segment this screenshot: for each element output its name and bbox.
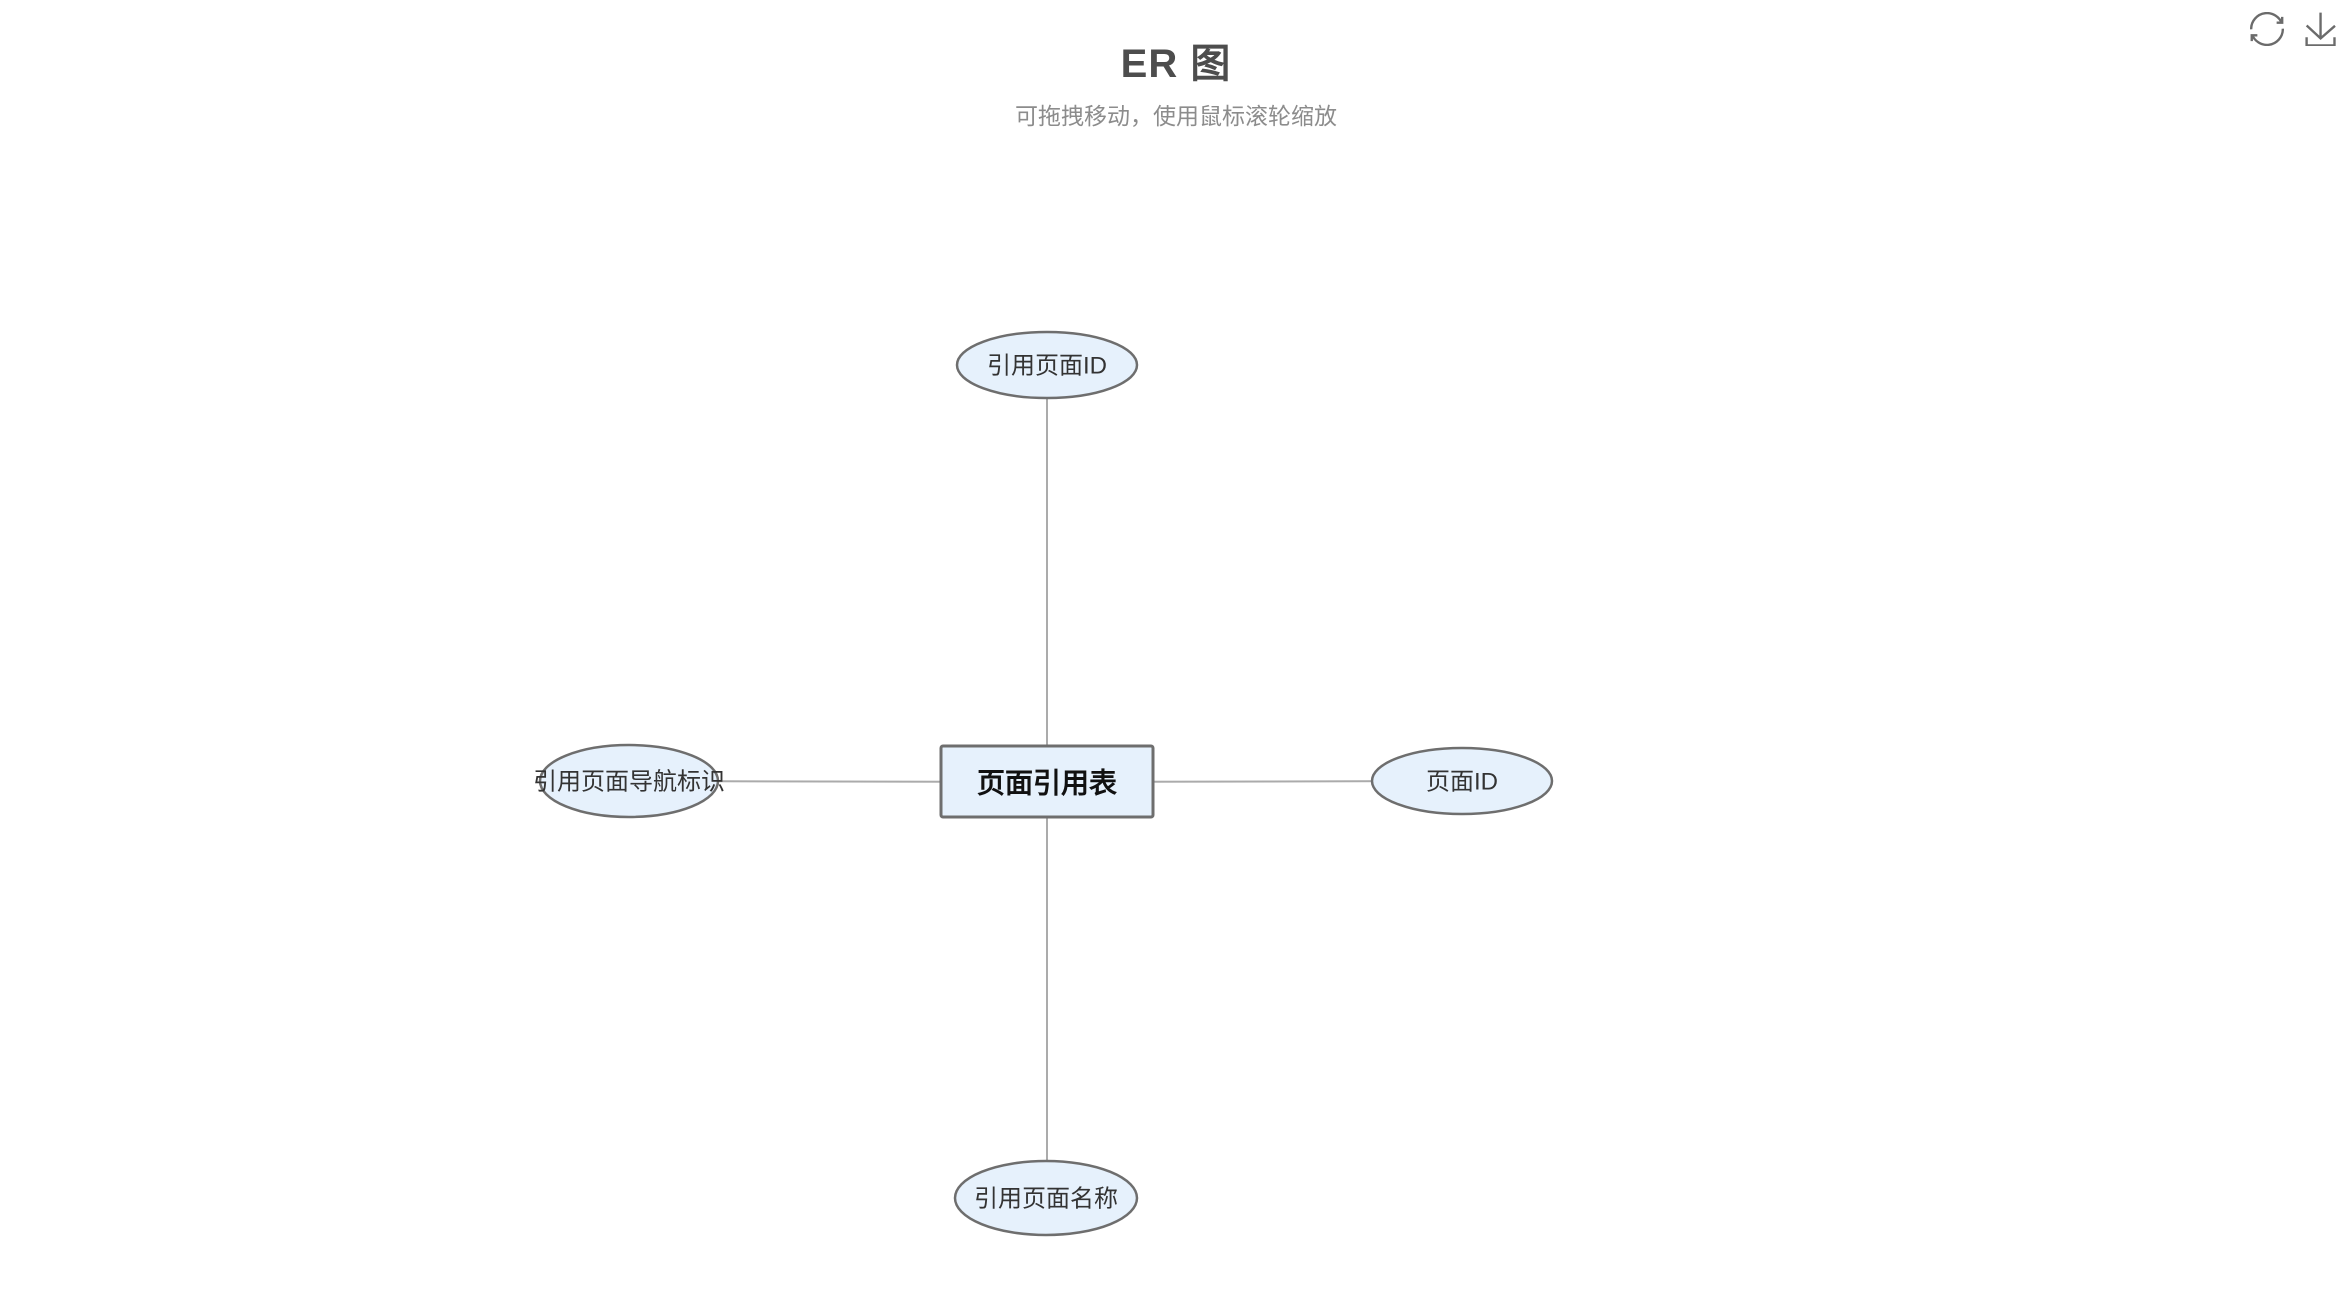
entity-label: 页面引用表 bbox=[977, 768, 1117, 799]
attribute-node-top: 引用页面ID bbox=[955, 330, 1139, 400]
toolbox bbox=[2250, 12, 2338, 46]
attribute-label-bottom: 引用页面名称 bbox=[974, 1186, 1118, 1213]
entity-rect[interactable] bbox=[939, 744, 1155, 819]
attribute-ellipse-left[interactable] bbox=[538, 743, 720, 819]
attribute-node-right: 页面ID bbox=[1370, 746, 1554, 816]
attribute-label-left: 引用页面导航标识 bbox=[533, 769, 725, 796]
attribute-ellipse-bottom[interactable] bbox=[953, 1159, 1139, 1237]
attribute-label-right: 页面ID bbox=[1426, 769, 1498, 796]
attribute-ellipse-right[interactable] bbox=[1370, 746, 1554, 816]
download-icon bbox=[2305, 12, 2336, 46]
download-button[interactable] bbox=[2304, 12, 2338, 46]
attribute-node-bottom: 引用页面名称 bbox=[953, 1159, 1139, 1237]
restore-button[interactable] bbox=[2250, 12, 2284, 46]
entity-node: 页面引用表 bbox=[939, 744, 1155, 819]
refresh-icon bbox=[2250, 12, 2284, 46]
attribute-label-top: 引用页面ID bbox=[987, 353, 1107, 380]
attribute-ellipse-top[interactable] bbox=[955, 330, 1139, 400]
attribute-node-left: 引用页面导航标识 bbox=[533, 743, 725, 819]
